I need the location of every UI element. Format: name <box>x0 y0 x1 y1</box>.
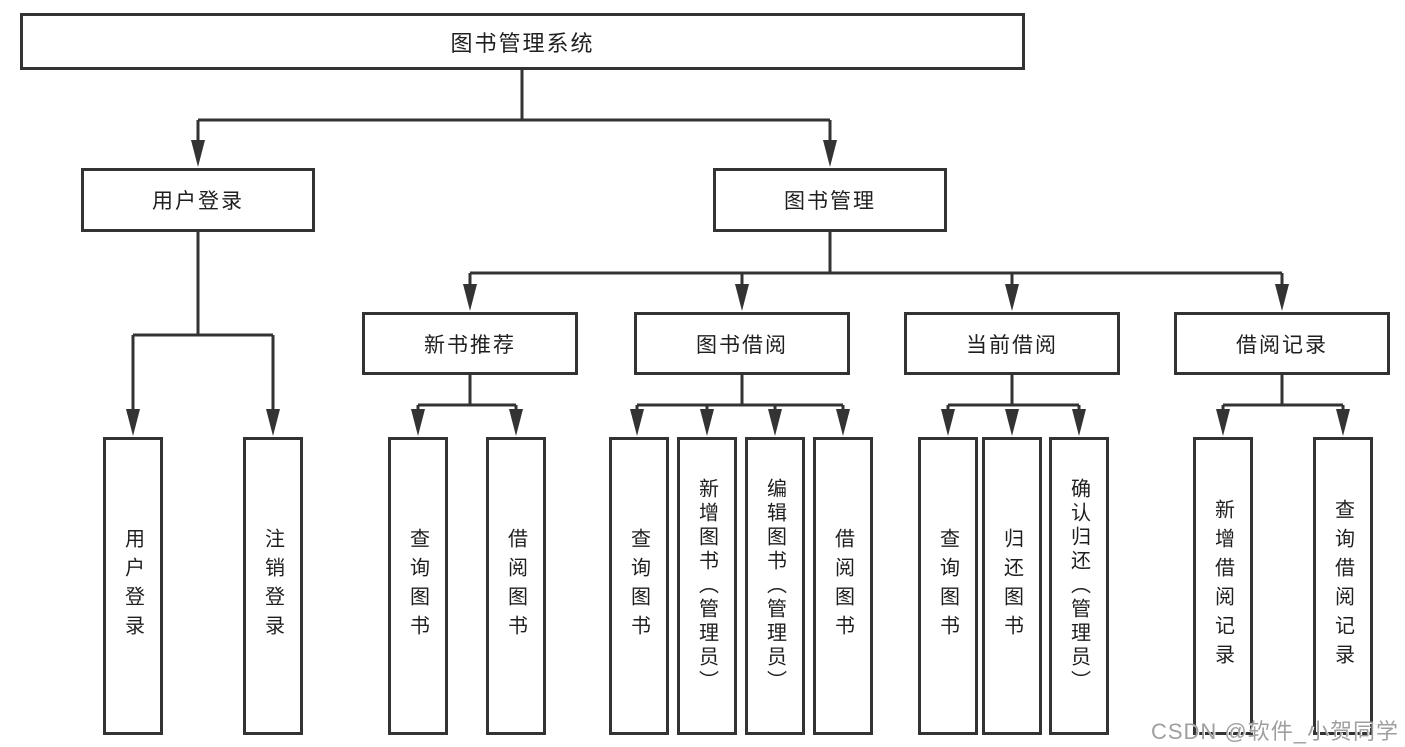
leaf-query-books-2: 查询图书 <box>609 437 669 735</box>
leaf-logout: 注销登录 <box>243 437 303 735</box>
leaf-query-books-1: 查询图书 <box>388 437 448 735</box>
node-root-library-system: 图书管理系统 <box>20 13 1025 70</box>
leaf-borrow-books-2: 借阅图书 <box>813 437 873 735</box>
leaf-return-books: 归还图书 <box>982 437 1042 735</box>
node-book-management: 图书管理 <box>713 168 947 232</box>
leaf-query-borrow-record: 查询借阅记录 <box>1313 437 1373 735</box>
node-borrowing-records: 借阅记录 <box>1174 312 1390 375</box>
leaf-edit-book-admin: 编辑图书（管理员） <box>745 437 805 735</box>
node-user-login: 用户登录 <box>81 168 315 232</box>
leaf-borrow-books-1: 借阅图书 <box>486 437 546 735</box>
leaf-add-book-admin: 新增图书（管理员） <box>677 437 737 735</box>
leaf-confirm-return-admin: 确认归还（管理员） <box>1049 437 1109 735</box>
leaf-query-books-3: 查询图书 <box>918 437 978 735</box>
leaf-add-borrow-record: 新增借阅记录 <box>1193 437 1253 735</box>
node-book-borrowing: 图书借阅 <box>634 312 850 375</box>
csdn-watermark: CSDN @软件_小贺同学 <box>1150 719 1399 744</box>
node-current-borrowing: 当前借阅 <box>904 312 1120 375</box>
node-new-book-recommendation: 新书推荐 <box>362 312 578 375</box>
leaf-user-login: 用户登录 <box>103 437 163 735</box>
